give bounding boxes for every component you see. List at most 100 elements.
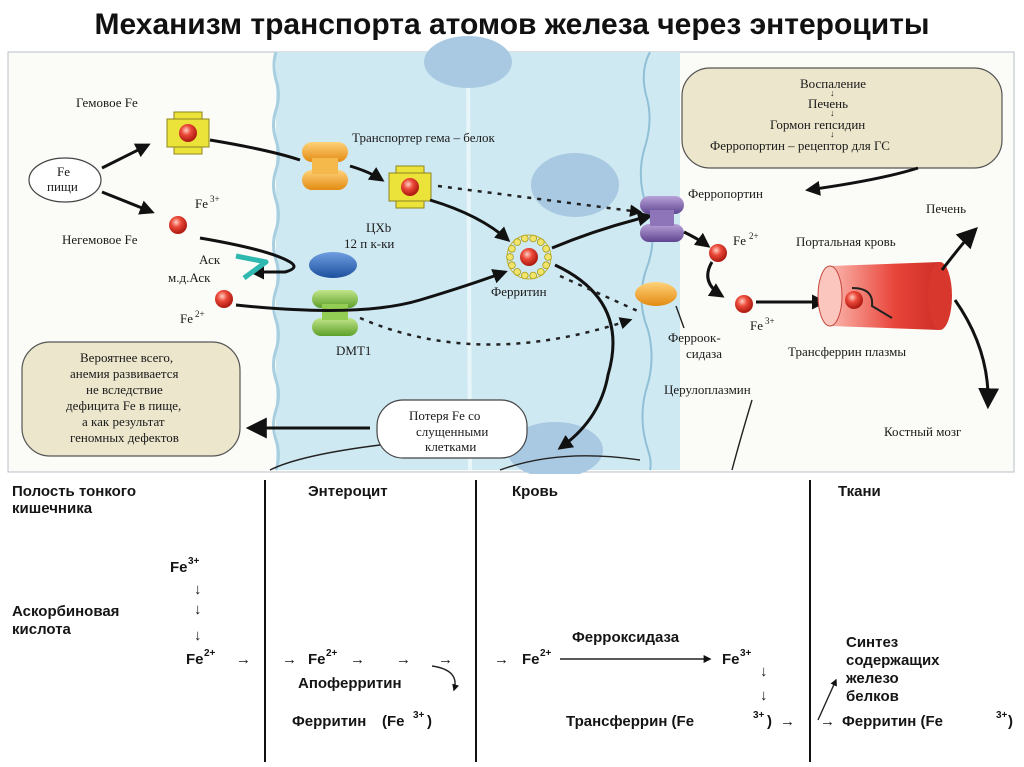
right-arrow: →: [350, 651, 365, 668]
cascade-receptor: Ферропортин – рецептор для ГС: [710, 138, 890, 153]
fe3b-sup: 3+: [765, 316, 775, 326]
right-arrow: →: [780, 713, 795, 730]
heme-transporter-channel: [302, 142, 348, 190]
fe-ball: [169, 216, 187, 234]
down-arrow: ↓: [194, 601, 202, 618]
lower-blood-fe2-sup: 2+: [540, 648, 552, 659]
cyb-label: ЦХb: [366, 220, 391, 235]
down-arrow: ↓: [760, 663, 768, 680]
cascade-arrow-3: ↓: [830, 129, 835, 139]
cascade-arrow-1: ↓: [830, 88, 835, 98]
fe3b-label: Fe: [750, 318, 763, 333]
synth-2: содержащих: [846, 652, 940, 669]
ferroportin-fe-label: Fe: [733, 233, 746, 248]
col-enterocyte: Энтероцит: [308, 483, 388, 500]
down-arrow: ↓: [194, 581, 202, 598]
ascorbic-2: кислота: [12, 621, 72, 638]
food-fe-label-2: пищи: [47, 179, 78, 194]
synth-3: железо: [845, 670, 899, 687]
dmt1-channel: [312, 290, 358, 336]
liver-label: Печень: [926, 201, 966, 216]
ferroxidase-label-1: Ферроок-: [668, 330, 721, 345]
note-line-2: анемия развивается: [70, 366, 179, 381]
hepcidin-cascade-box: [681, 67, 1003, 169]
loss-label-2: слущенными: [416, 424, 488, 439]
synth-4: белков: [846, 688, 899, 705]
lower-blood-fe2: Fe: [522, 651, 540, 668]
ferroxidase-protein: [635, 282, 677, 306]
lower-ent-fe2-sup: 2+: [326, 648, 338, 659]
ferritin-bead: [506, 253, 514, 261]
ferritin-tis-sup: 3+: [996, 710, 1008, 721]
lower-fe2-sup: 2+: [204, 648, 216, 659]
right-arrow: →: [282, 651, 297, 668]
lower-fe2: Fe: [186, 651, 204, 668]
right-arrow: →: [396, 651, 411, 668]
heme-cross-icon: [166, 111, 210, 155]
ferritin-bead: [544, 253, 552, 261]
col-lumen-1: Полость тонкого: [12, 483, 136, 500]
transferrin-lower-sup: 3+: [753, 710, 765, 721]
reductase-check-icon: [235, 253, 269, 281]
ferritin-bead: [529, 271, 537, 280]
lower-ent-fe2: Fe: [308, 651, 326, 668]
ferritin-bead: [520, 271, 529, 280]
page-title: Механизм транспорта атомов железа через …: [94, 8, 930, 41]
fe-ball: [520, 248, 538, 266]
heme-fe-label: Гемовое Fe: [76, 95, 138, 110]
right-arrow: →: [438, 651, 453, 668]
ferroportin-label: Ферропортин: [688, 186, 763, 201]
nucleus: [424, 36, 512, 88]
heme-cross-icon: [388, 165, 432, 209]
ferroxidase-label-2: сидаза: [686, 346, 722, 361]
col-lumen-2: кишечника: [12, 500, 93, 517]
loss-label-1: Потеря Fe со: [409, 408, 480, 423]
enterocyte-cells: [272, 36, 680, 478]
cascade-arrow-2: ↓: [830, 108, 835, 118]
cascade-hepcidin: Гормон гепсидин: [770, 117, 865, 132]
nucleus: [507, 422, 603, 478]
dmt1-label: DMT1: [336, 343, 371, 358]
down-arrow: ↓: [194, 627, 202, 644]
ferritin-bead: [542, 245, 550, 253]
lower-blood-fe3: Fe: [722, 651, 740, 668]
nonheme-fe-label: Негемовое Fe: [62, 232, 138, 247]
marrow-label: Костный мозг: [884, 424, 961, 439]
nucleus: [531, 153, 619, 217]
cyb-sub-label: 12 п к-ки: [344, 236, 394, 251]
down-arrow: ↓: [760, 687, 768, 704]
ferritin-bead: [529, 234, 537, 243]
portal-vessel: [817, 262, 952, 330]
lower-fe3: Fe: [170, 559, 188, 576]
dhask-label: м.д.Аск: [168, 270, 211, 285]
lower-scheme-frame: [0, 474, 1024, 767]
transferrin-lower-close: ): [767, 713, 772, 730]
ferroportin-fe-sup: 2+: [749, 231, 759, 241]
food-fe-oval: [28, 157, 102, 203]
note-line-3: не вследствие: [86, 382, 163, 397]
ferroxidase-lower: Ферроксидаза: [572, 629, 680, 646]
col-blood: Кровь: [512, 483, 558, 500]
ferritin-bead: [513, 238, 521, 246]
right-arrow: →: [236, 651, 251, 668]
right-arrow: →: [820, 713, 835, 730]
ferritin-bead: [513, 268, 521, 276]
cascade-inflammation: Воспаление: [800, 76, 866, 91]
lower-fe3-sup: 3+: [188, 556, 200, 567]
ferritin-ent: Ферритин: [292, 713, 366, 730]
ferritin-bead: [508, 245, 516, 253]
ferritin-bead: [536, 268, 545, 276]
transferrin-label: Трансферрин плазмы: [788, 344, 906, 359]
lower-blood-fe3-sup: 3+: [740, 648, 752, 659]
ferritin-beads: [506, 234, 552, 280]
portal-label: Портальная кровь: [796, 234, 896, 249]
ferritin-ent-sup: 3+: [413, 710, 425, 721]
ascorbic-1: Аскорбиновая: [12, 603, 119, 620]
ask-label: Аск: [199, 252, 221, 267]
ferritin-bead: [520, 234, 529, 243]
ferritin-bead: [508, 261, 516, 270]
heme-transporter-label: Транспортер гема – белок: [352, 130, 495, 145]
ferritin-ent-close: ): [427, 713, 432, 730]
ferritin-ent-fe: (Fe: [382, 713, 405, 730]
